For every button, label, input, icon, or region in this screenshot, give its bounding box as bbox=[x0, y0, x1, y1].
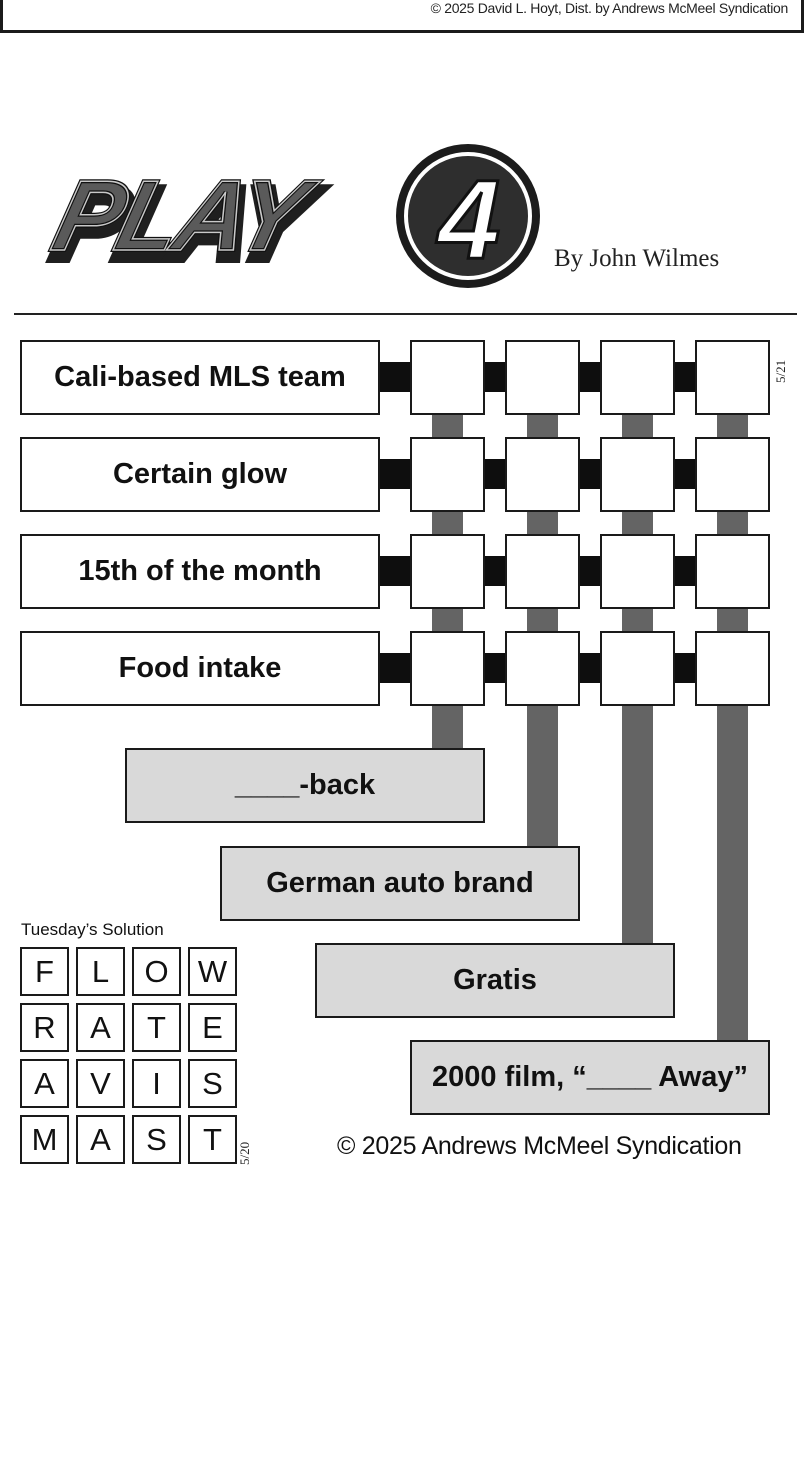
down-clue-box: German auto brand bbox=[220, 846, 580, 921]
solution-letter-cell: R bbox=[20, 1003, 69, 1052]
answer-cell[interactable] bbox=[505, 340, 580, 415]
down-clue-box: 2000 film, “____ Away” bbox=[410, 1040, 770, 1115]
logo-text: PLAY bbox=[43, 159, 326, 271]
answer-cell[interactable] bbox=[410, 534, 485, 609]
answer-cell[interactable] bbox=[600, 340, 675, 415]
answer-cell[interactable] bbox=[600, 631, 675, 706]
solution-letter-cell: V bbox=[76, 1059, 125, 1108]
answer-cell[interactable] bbox=[505, 631, 580, 706]
answer-cell[interactable] bbox=[410, 437, 485, 512]
answer-cell[interactable] bbox=[695, 631, 770, 706]
down-clue-box: Gratis bbox=[315, 943, 675, 1018]
logo-text-highlight: PLAY bbox=[43, 159, 326, 271]
byline: By John Wilmes bbox=[554, 245, 720, 272]
footer-copyright: © 2025 Andrews McMeel Syndication bbox=[337, 1132, 742, 1160]
previous-solution-title: Tuesday’s Solution bbox=[21, 920, 164, 939]
solution-letter-cell: I bbox=[132, 1059, 181, 1108]
down-clue-box: ____-back bbox=[125, 748, 485, 823]
logo-numeral: 4 bbox=[436, 157, 500, 282]
across-clue-box: Cali-based MLS team bbox=[20, 340, 380, 415]
previous-solution-date-tag: 5/20 bbox=[237, 1141, 252, 1165]
logo-circle-ring bbox=[404, 152, 532, 280]
across-clue-box: Certain glow bbox=[20, 437, 380, 512]
solution-letter-cell: T bbox=[132, 1003, 181, 1052]
answer-cell[interactable] bbox=[600, 437, 675, 512]
play4-logo: PLAY PLAY PLAY 4 bbox=[40, 144, 540, 288]
solution-letter-cell: A bbox=[76, 1003, 125, 1052]
answer-cell[interactable] bbox=[410, 631, 485, 706]
solution-letter-cell: M bbox=[20, 1115, 69, 1164]
solution-letter-cell: A bbox=[76, 1115, 125, 1164]
solution-letter-cell: S bbox=[132, 1115, 181, 1164]
answer-cell[interactable] bbox=[505, 534, 580, 609]
solution-letter-cell: S bbox=[188, 1059, 237, 1108]
across-clue-box: Food intake bbox=[20, 631, 380, 706]
logo-shadow-text: PLAY bbox=[45, 167, 328, 279]
previous-puzzle-copyright: © 2025 David L. Hoyt, Dist. by Andrews M… bbox=[430, 0, 789, 16]
solution-letter-cell: L bbox=[76, 947, 125, 996]
solution-letter-cell: W bbox=[188, 947, 237, 996]
answer-cell[interactable] bbox=[600, 534, 675, 609]
previous-puzzle-frame bbox=[0, 0, 804, 33]
puzzle-date-tag: 5/21 bbox=[773, 359, 788, 383]
solution-letter-cell: F bbox=[20, 947, 69, 996]
answer-cell[interactable] bbox=[410, 340, 485, 415]
answer-cell[interactable] bbox=[505, 437, 580, 512]
answer-cell[interactable] bbox=[695, 340, 770, 415]
solution-letter-cell: O bbox=[132, 947, 181, 996]
answer-cell[interactable] bbox=[695, 534, 770, 609]
solution-letter-cell: E bbox=[188, 1003, 237, 1052]
across-clue-box: 15th of the month bbox=[20, 534, 380, 609]
solution-letter-cell: A bbox=[20, 1059, 69, 1108]
header-divider bbox=[14, 313, 797, 315]
solution-letter-cell: T bbox=[188, 1115, 237, 1164]
answer-cell[interactable] bbox=[695, 437, 770, 512]
